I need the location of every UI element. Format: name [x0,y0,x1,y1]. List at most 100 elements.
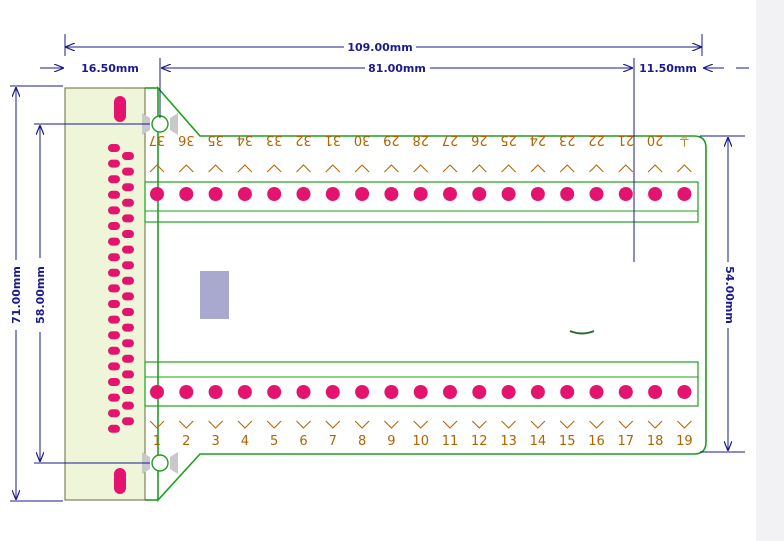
connector-pin [108,237,120,246]
top-terminal-screw-mark [647,164,663,173]
connector-pin-group [108,144,134,433]
bottom-terminal-pin-label: 11 [442,434,459,449]
top-terminal-pin-label: 24 [530,132,547,147]
connector-pin [108,175,120,184]
top-terminal-pin-label: 30 [354,132,371,147]
bottom-terminal-pin-label: 18 [647,434,664,449]
bottom-terminal-pin-label: 13 [500,434,517,449]
top-terminal-pin-label: 28 [412,132,429,147]
bottom-terminal-pad [530,385,545,399]
connector-pin [122,417,134,426]
bottom-terminal-pad [677,385,692,399]
top-terminal-pad [325,187,340,201]
connector-pin [122,214,134,223]
bottom-terminal-pin-label: 9 [387,434,395,449]
top-terminal-pad [560,187,575,201]
top-terminal-pin-label: 22 [588,132,605,147]
bottom-terminal-pad [472,385,487,399]
top-terminal-screw-mark [501,164,516,173]
connector-pin [108,222,120,230]
bottom-terminal-pad [150,385,164,399]
bottom-terminal-pad [648,385,663,399]
top-terminal-pad [237,187,252,201]
bottom-terminal-pad [413,385,428,399]
top-terminal-pad [530,187,545,201]
bottom-terminal-pad [237,385,252,399]
bottom-terminal-screw-mark [442,420,458,429]
bottom-terminal-pin-label: 19 [676,434,693,449]
bottom-terminal-pin-label: 16 [588,434,605,449]
connector-pin [108,346,120,355]
bottom-terminal-pad [325,385,340,399]
bottom-terminal-pin-label: 14 [530,434,547,449]
bottom-terminal-pin-label: 4 [241,434,249,449]
top-terminal-screw-mark [471,164,487,173]
top-terminal-screw-mark [618,164,634,173]
connector-pin [122,198,134,207]
top-terminal-screw-mark [589,164,604,173]
connector-pin [108,331,120,340]
bottom-terminal-pin-label: 7 [329,434,337,449]
connector-slot-top [114,96,126,122]
connector-pin [108,253,120,262]
top-terminal-screw-mark [266,164,282,173]
connector-pin [108,362,120,371]
top-terminal-pad [443,187,457,201]
top-terminal-pin-label: 37 [149,132,166,147]
top-terminal-pin-label: 34 [237,132,254,147]
connector-pin [122,261,134,270]
bottom-terminal-pad [443,385,457,399]
bottom-terminal-screw-mark [266,420,282,429]
connector-pin [122,401,134,410]
top-terminal-pad [413,187,428,201]
bottom-terminal-pin-label: 5 [270,434,278,449]
top-terminal-pin-label: 31 [325,132,342,147]
connector-pin [122,230,134,238]
bottom-terminal-pin-label: 6 [299,434,307,449]
bottom-terminal-screw-mark [589,420,604,429]
bottom-terminal-pin-label: 3 [211,434,219,449]
connector-pin [108,300,120,308]
bottom-terminal-pin-label: 8 [358,434,366,449]
bottom-terminal-screw-mark [501,420,516,429]
bottom-terminal-pin-label: 2 [182,434,190,449]
ic-chip [200,271,229,319]
top-terminal-screw-mark [296,164,311,173]
bottom-terminal-screw-mark [208,420,223,429]
top-terminal-pad [618,187,633,201]
bottom-terminal-pin-label: 12 [471,434,488,449]
connector-pin [122,354,134,363]
top-terminal-pin-label: 20 [647,132,664,147]
connector-pin [108,206,120,215]
chip-mark [569,330,595,335]
bottom-terminal-screw-mark [178,420,194,429]
bottom-terminal-pad [618,385,633,399]
bottom-terminal-screw-mark [325,420,341,429]
top-terminal-screw-mark [559,164,575,173]
connector-pin [122,167,134,176]
bottom-terminal-pad [208,385,223,399]
top-terminal-screw-mark [413,164,429,173]
top-terminal-screw-mark [530,164,546,173]
connector-pin [108,424,120,433]
dim-terminal-span: 81.00mm [368,62,426,75]
bottom-terminal-screw-mark [618,420,634,429]
dim-total-width: 109.00mm [347,41,412,54]
connector-pin [108,144,120,152]
connector-pin [122,386,134,394]
top-terminal-screw-mark [149,164,165,173]
top-terminal-pad [179,187,194,201]
top-terminal-pin-label: 23 [559,132,576,147]
top-terminal-pin-label: 25 [500,132,517,147]
bottom-terminal-pin-label: 1 [153,434,161,449]
bottom-terminal-screw-mark [354,420,370,429]
connector-pin [122,370,134,379]
bottom-terminal-pad [296,385,311,399]
bottom-terminal-pad [560,385,575,399]
top-terminal-screw-mark [325,164,341,173]
bottom-terminal-screw-mark [296,420,311,429]
connector-pin [122,276,134,285]
